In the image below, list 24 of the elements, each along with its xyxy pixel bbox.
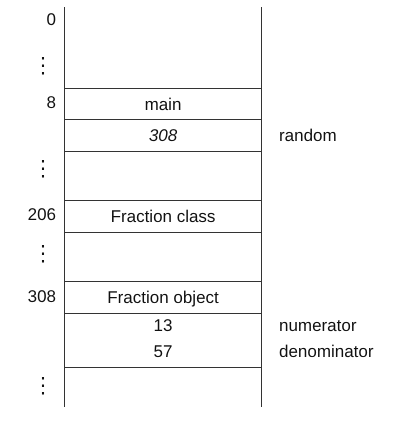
memory-cell xyxy=(64,88,262,120)
ellipsis: ⋮ xyxy=(33,52,53,80)
cell-value: 308 xyxy=(148,126,178,146)
ellipsis: ⋮ xyxy=(33,372,53,400)
ellipsis: ⋮ xyxy=(33,240,53,268)
empty-memory-cell xyxy=(64,232,262,282)
memory-address: 0 xyxy=(46,10,56,30)
variable-name: numerator xyxy=(279,316,356,336)
ellipsis: ⋮ xyxy=(33,156,53,182)
memory-address: 206 xyxy=(28,205,56,225)
empty-memory-cell xyxy=(64,367,262,407)
memory-cell xyxy=(64,200,262,233)
variable-name: denominator xyxy=(279,342,374,362)
memory-address: 308 xyxy=(28,287,56,307)
cell-value: Fraction object xyxy=(107,288,219,308)
empty-memory-cell xyxy=(64,7,262,89)
cell-value: 57 xyxy=(154,342,172,362)
variable-name: random xyxy=(279,126,337,146)
memory-address: 8 xyxy=(46,93,56,113)
memory-cell xyxy=(64,281,262,314)
empty-memory-cell xyxy=(64,151,262,201)
cell-value: 13 xyxy=(154,316,172,336)
cell-value: main xyxy=(144,94,182,114)
cell-value: Fraction class xyxy=(110,207,216,227)
